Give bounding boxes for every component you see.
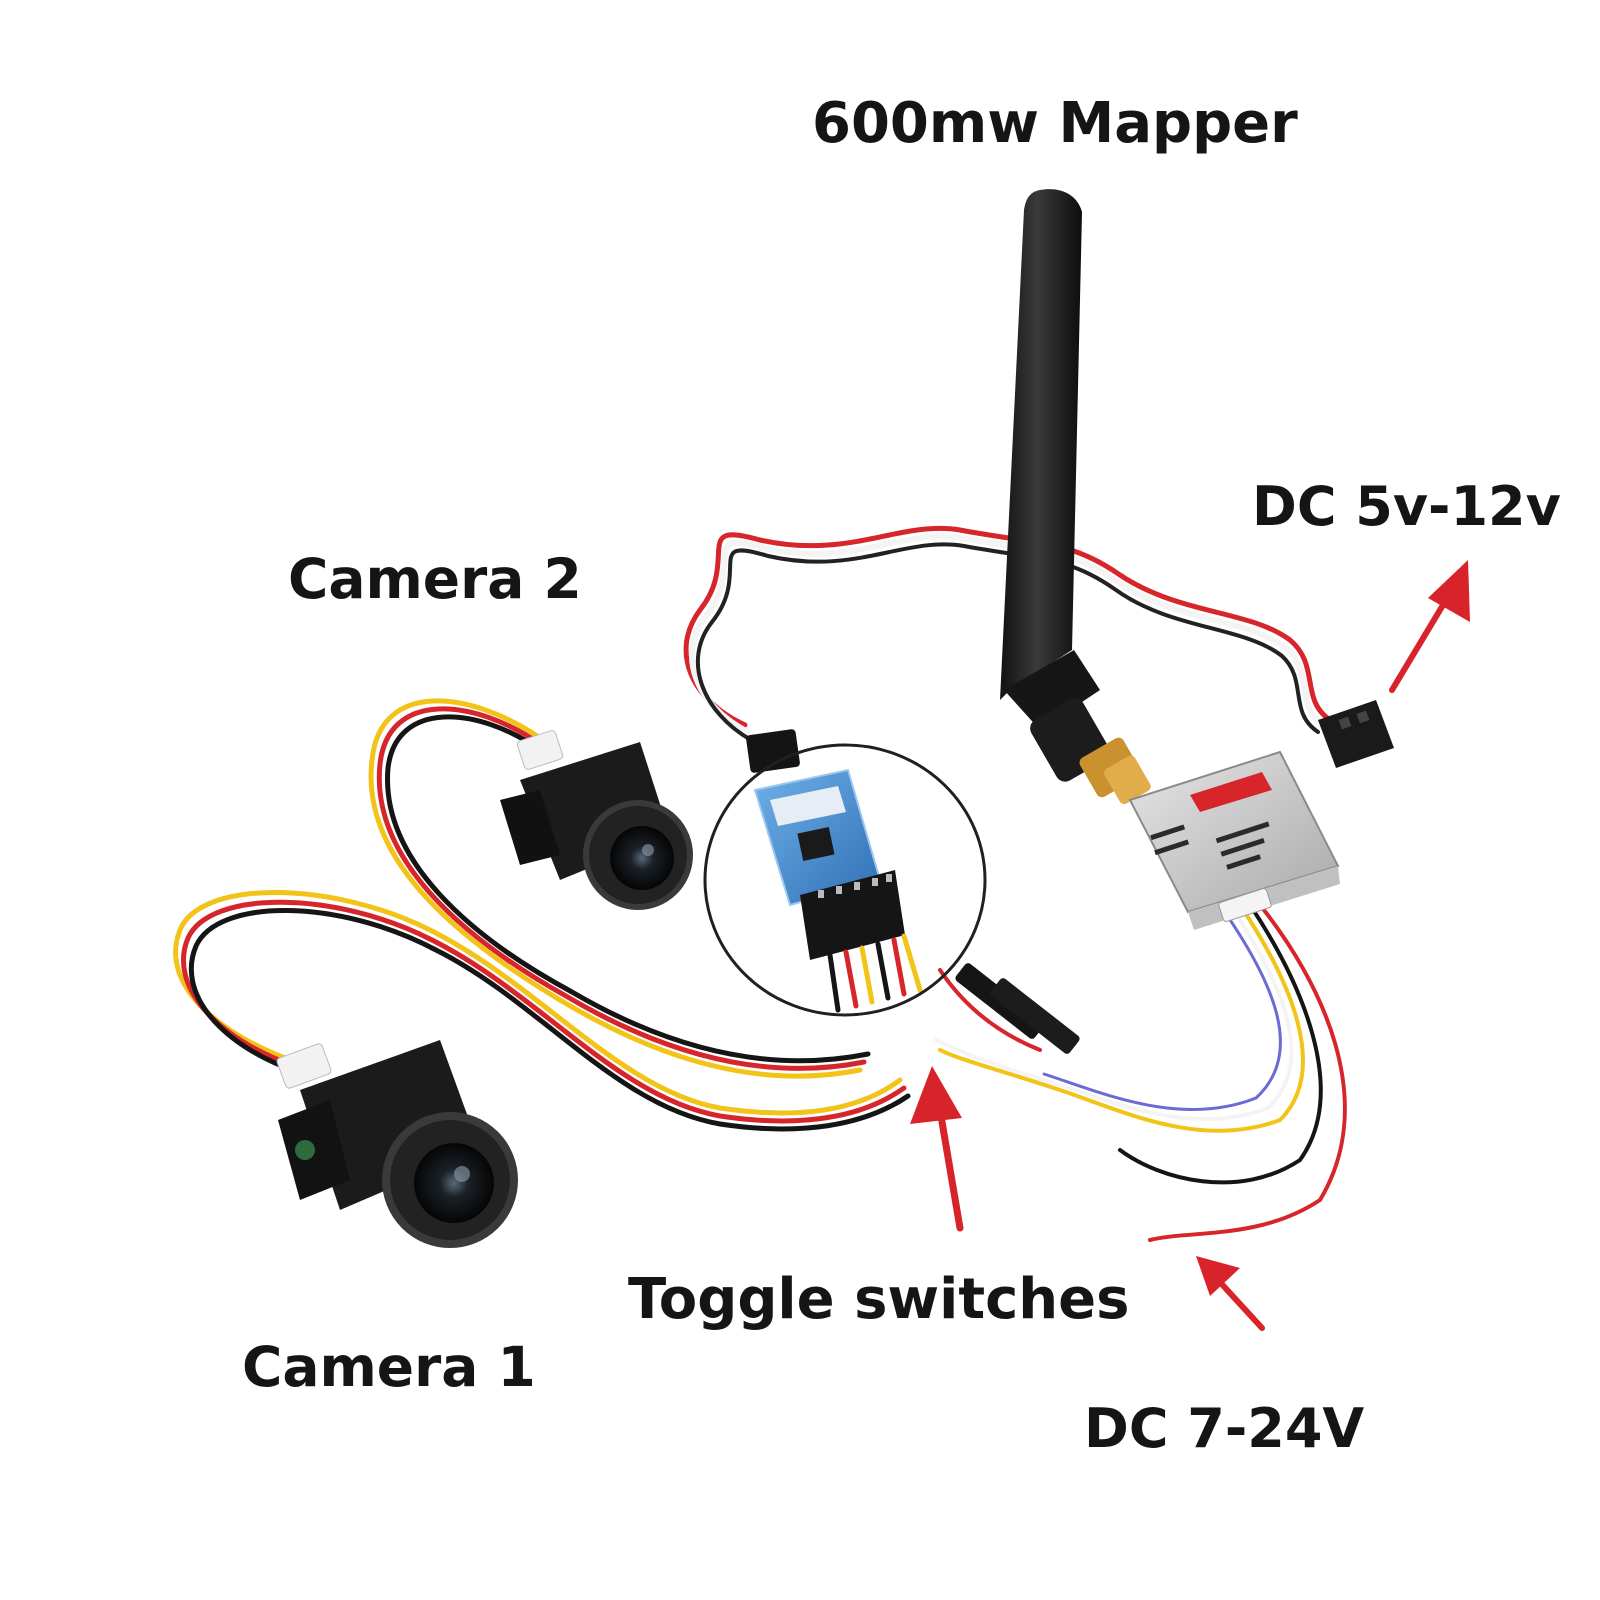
vtx-output-cable bbox=[934, 903, 1347, 1242]
arrow-to-dc-7-24v bbox=[1196, 1256, 1265, 1331]
camera-1-cable bbox=[173, 890, 911, 1132]
dc-5v-12v-connector bbox=[1318, 700, 1394, 768]
label-600mw-mapper: 600mw Mapper bbox=[812, 91, 1298, 156]
label-camera-1: Camera 1 bbox=[242, 1335, 536, 1399]
arrow-to-toggle-switches bbox=[910, 1066, 964, 1232]
antenna bbox=[1000, 189, 1151, 804]
highlight-circle bbox=[703, 743, 987, 1017]
switch-to-vtx-cable bbox=[683, 525, 1333, 742]
switch-board bbox=[746, 729, 923, 1013]
camera-2 bbox=[500, 730, 693, 910]
label-toggle-switches: Toggle switches bbox=[628, 1267, 1130, 1332]
jumper-connectors bbox=[955, 963, 1080, 1054]
video-transmitter bbox=[1128, 750, 1340, 930]
label-dc-7-24v: DC 7-24V bbox=[1084, 1397, 1365, 1460]
camera-1 bbox=[276, 1040, 518, 1248]
arrow-to-dc-5v-12v bbox=[1389, 560, 1470, 693]
label-dc-5v-12v: DC 5v-12v bbox=[1252, 475, 1561, 538]
camera-2-cable bbox=[368, 698, 871, 1079]
label-camera-2: Camera 2 bbox=[288, 547, 582, 611]
